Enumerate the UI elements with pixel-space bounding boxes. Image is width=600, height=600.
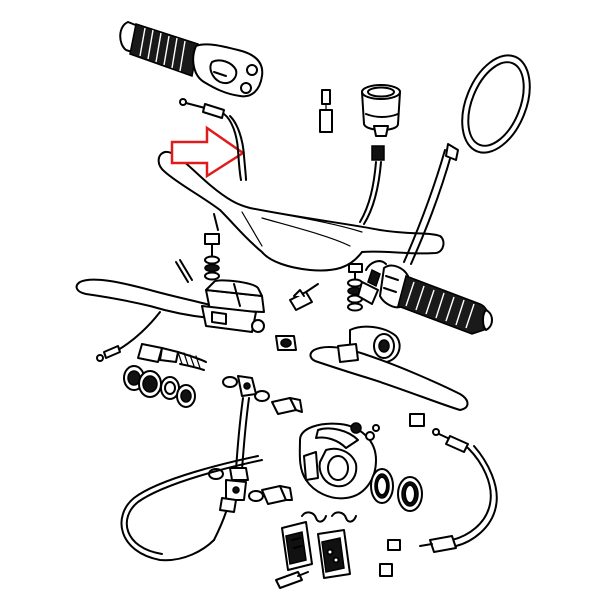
banjo-bolt-upper	[275, 335, 297, 351]
brake-hose	[225, 375, 257, 501]
brake-pads	[281, 521, 351, 579]
adjuster-bolt	[357, 260, 387, 305]
banjo-bolt-lower	[261, 485, 293, 505]
brake-switch	[289, 283, 319, 311]
handlebar	[157, 150, 445, 272]
caliper-seals	[370, 468, 423, 512]
seal-rings-left	[123, 365, 196, 408]
brake-lever	[75, 278, 215, 319]
tachometer-cable	[359, 145, 385, 225]
banjo-washers-upper	[222, 376, 270, 402]
lower-hose-fitting	[213, 497, 237, 541]
lower-washers	[208, 468, 264, 502]
lower-left-cable	[96, 311, 161, 362]
center-bolt-stack	[347, 263, 363, 312]
pad-pin	[275, 571, 309, 589]
banjo-bolt-middle	[271, 397, 303, 415]
clutch-cable-ends	[379, 539, 401, 577]
piston-spring-set	[137, 343, 207, 371]
highlight-arrow	[170, 125, 246, 179]
small-bulb	[319, 89, 333, 133]
throttle-cable	[179, 98, 247, 181]
clutch-cable	[419, 445, 498, 553]
clutch-lever	[309, 343, 469, 411]
left-switch-housing	[192, 43, 264, 98]
brake-master-cylinder	[201, 279, 265, 333]
left-bolt-stack	[204, 213, 220, 281]
right-grip	[379, 264, 493, 335]
tachometer-gauge	[361, 84, 401, 137]
pad-clips	[301, 511, 357, 523]
left-grip	[119, 21, 199, 78]
pushrod-pin	[175, 259, 193, 283]
mirror	[403, 54, 531, 265]
clutch-cable-fitting	[409, 413, 469, 453]
brake-caliper	[298, 422, 380, 500]
front-brake-cable	[120, 455, 263, 562]
